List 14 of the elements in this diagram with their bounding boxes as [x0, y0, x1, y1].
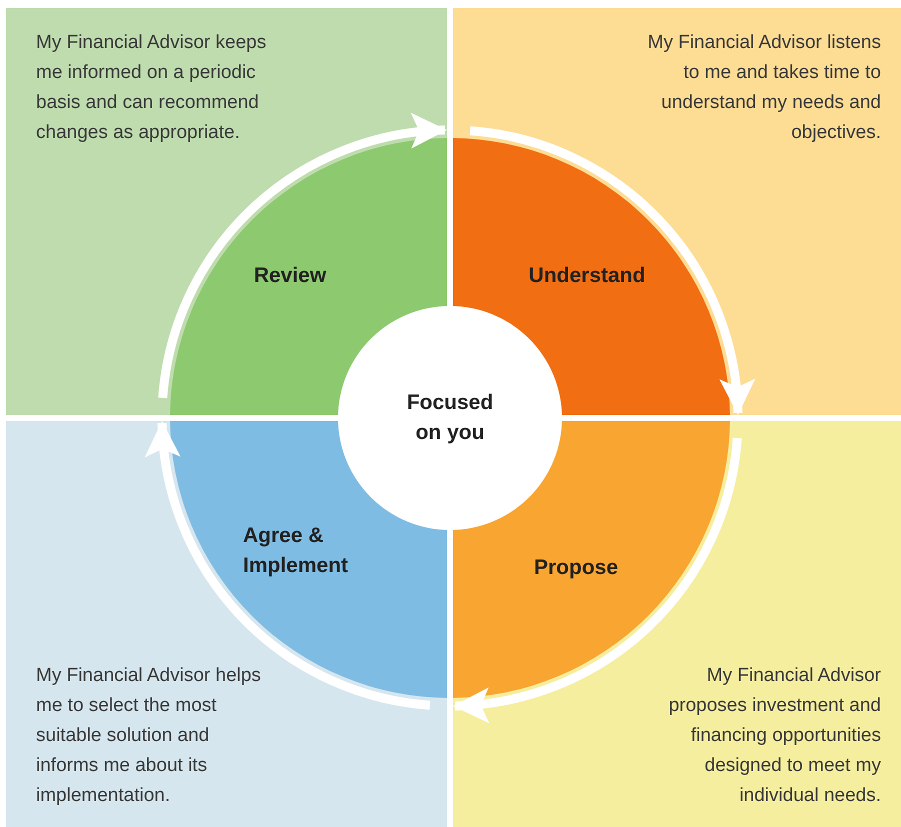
description-text: My Financial Advisor listens to me and takes time to understand my needs and objectives. — [646, 31, 881, 145]
stage-label: Understand — [528, 263, 646, 289]
stage-label: Review — [254, 263, 326, 289]
description-text: My Financial Advisor helps me to select the most suitable solution and informs me about its implementation. — [36, 664, 262, 808]
stage-label: Propose — [534, 555, 618, 581]
description-text: My Financial Advisor keeps me informed on a periodic basis and can recommend changes as appropriate. — [36, 31, 268, 145]
quadrant-panel — [6, 421, 447, 827]
cycle-arrow — [146, 421, 430, 710]
description-text: My Financial Advisor proposes investment and financing opportunities designed to meet my individual needs. — [668, 664, 881, 808]
stage-label: Agree & Implement — [243, 523, 350, 579]
cycle-arrow — [158, 114, 447, 398]
cycle-arrow — [453, 438, 742, 722]
center-label: Focused on you — [406, 390, 494, 446]
cycle-arrow — [470, 126, 754, 415]
